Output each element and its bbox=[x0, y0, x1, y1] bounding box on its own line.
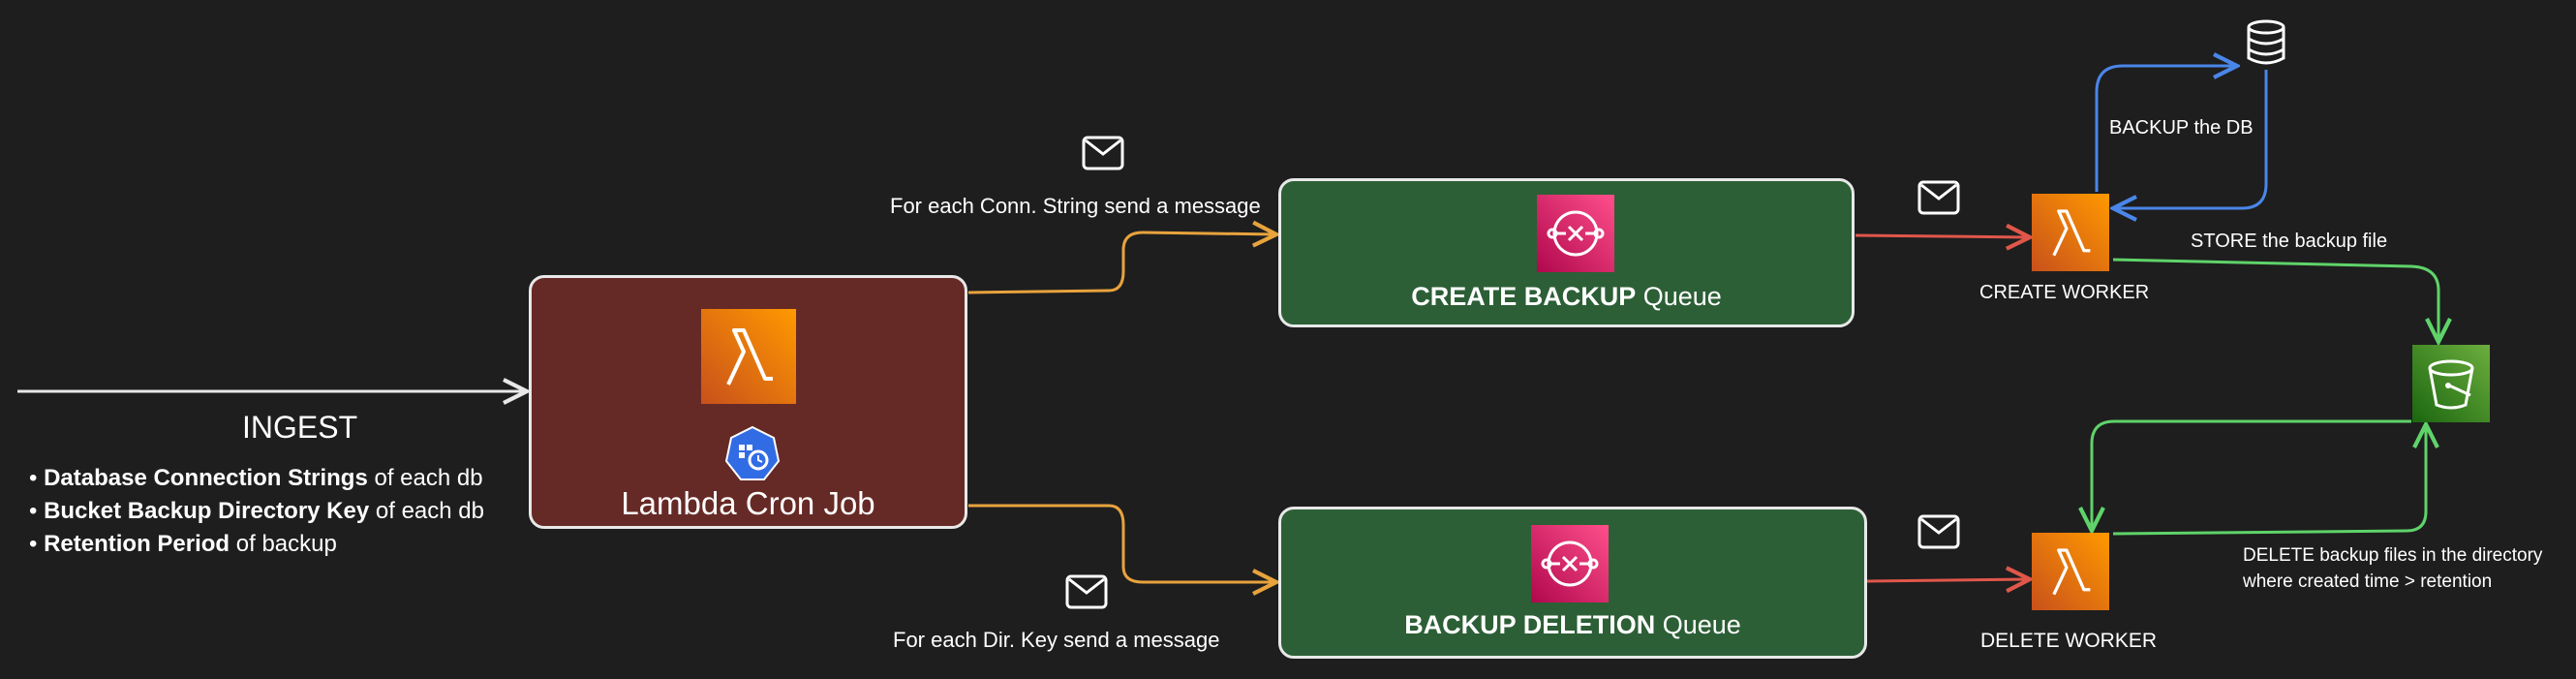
lambda-icon[interactable] bbox=[2032, 194, 2109, 271]
store-file-label: STORE the backup file bbox=[2191, 231, 2388, 252]
envelope-icon bbox=[1917, 514, 1960, 549]
lambda-icon[interactable] bbox=[2032, 533, 2109, 610]
create-queue-label: CREATE BACKUP Queue bbox=[1281, 282, 1852, 312]
delete-files-label-line2: where created time > retention bbox=[2243, 571, 2493, 592]
ingest-item-bold: Retention Period bbox=[44, 531, 230, 557]
bucket-to-delete-worker-arrow bbox=[2092, 419, 2411, 531]
sqs-icon bbox=[1537, 195, 1614, 272]
deletion-queue-label: BACKUP DELETION Queue bbox=[1281, 610, 1864, 640]
db-return-arrow bbox=[2113, 70, 2268, 208]
lambda-icon bbox=[701, 309, 796, 404]
dir-key-label: For each Dir. Key send a message bbox=[893, 628, 1220, 652]
conn-string-arrow bbox=[967, 232, 1276, 294]
create-backup-queue-node[interactable]: CREATE BACKUP Queue bbox=[1278, 178, 1855, 327]
conn-string-label: For each Conn. String send a message bbox=[890, 194, 1261, 218]
create-queue-label-bold: CREATE BACKUP bbox=[1411, 282, 1637, 311]
ingest-item-rest: of each db bbox=[367, 465, 483, 491]
create-queue-label-rest: Queue bbox=[1636, 282, 1722, 311]
delete-files-label-line1: DELETE backup files in the directory bbox=[2243, 545, 2543, 566]
s3-bucket-icon[interactable] bbox=[2412, 345, 2490, 422]
delete-worker-to-bucket-arrow bbox=[2112, 424, 2426, 536]
ingest-item-bold: Bucket Backup Directory Key bbox=[44, 498, 370, 524]
ingest-item: • Retention Period of backup bbox=[29, 531, 337, 557]
database-icon[interactable] bbox=[2246, 19, 2286, 66]
create-queue-to-worker-arrow bbox=[1855, 235, 2030, 237]
ingest-item: • Database Connection Strings of each db bbox=[29, 465, 483, 491]
ingest-list: • Database Connection Strings of each db… bbox=[29, 462, 484, 561]
ingest-item-rest: of backup bbox=[230, 531, 337, 557]
delete-queue-to-worker-arrow bbox=[1866, 579, 2030, 581]
deletion-queue-label-bold: BACKUP DELETION bbox=[1404, 610, 1656, 639]
cron-job-label: Lambda Cron Job bbox=[621, 485, 875, 521]
delete-worker-label: DELETE WORKER bbox=[1980, 630, 2158, 652]
dir-key-arrow bbox=[968, 504, 1276, 582]
lambda-cron-job-node[interactable]: Lambda Cron Job bbox=[529, 275, 967, 529]
create-worker-label: CREATE WORKER bbox=[1979, 282, 2150, 303]
backup-db-label: BACKUP the DB bbox=[2109, 117, 2254, 139]
envelope-icon bbox=[1082, 136, 1124, 170]
sqs-icon bbox=[1531, 525, 1609, 602]
backup-db-arrow bbox=[2095, 66, 2237, 192]
ingest-item-rest: of each db bbox=[369, 498, 484, 524]
ingest-item: • Bucket Backup Directory Key of each db bbox=[29, 498, 484, 524]
backup-deletion-queue-node[interactable]: BACKUP DELETION Queue bbox=[1278, 507, 1867, 659]
envelope-icon bbox=[1065, 574, 1108, 609]
store-file-arrow bbox=[2112, 258, 2438, 342]
ingest-item-bold: Database Connection Strings bbox=[44, 465, 368, 491]
ingest-title: INGEST bbox=[242, 410, 358, 445]
envelope-icon bbox=[1917, 180, 1960, 215]
cronjob-icon bbox=[724, 425, 781, 480]
deletion-queue-label-rest: Queue bbox=[1655, 610, 1741, 639]
